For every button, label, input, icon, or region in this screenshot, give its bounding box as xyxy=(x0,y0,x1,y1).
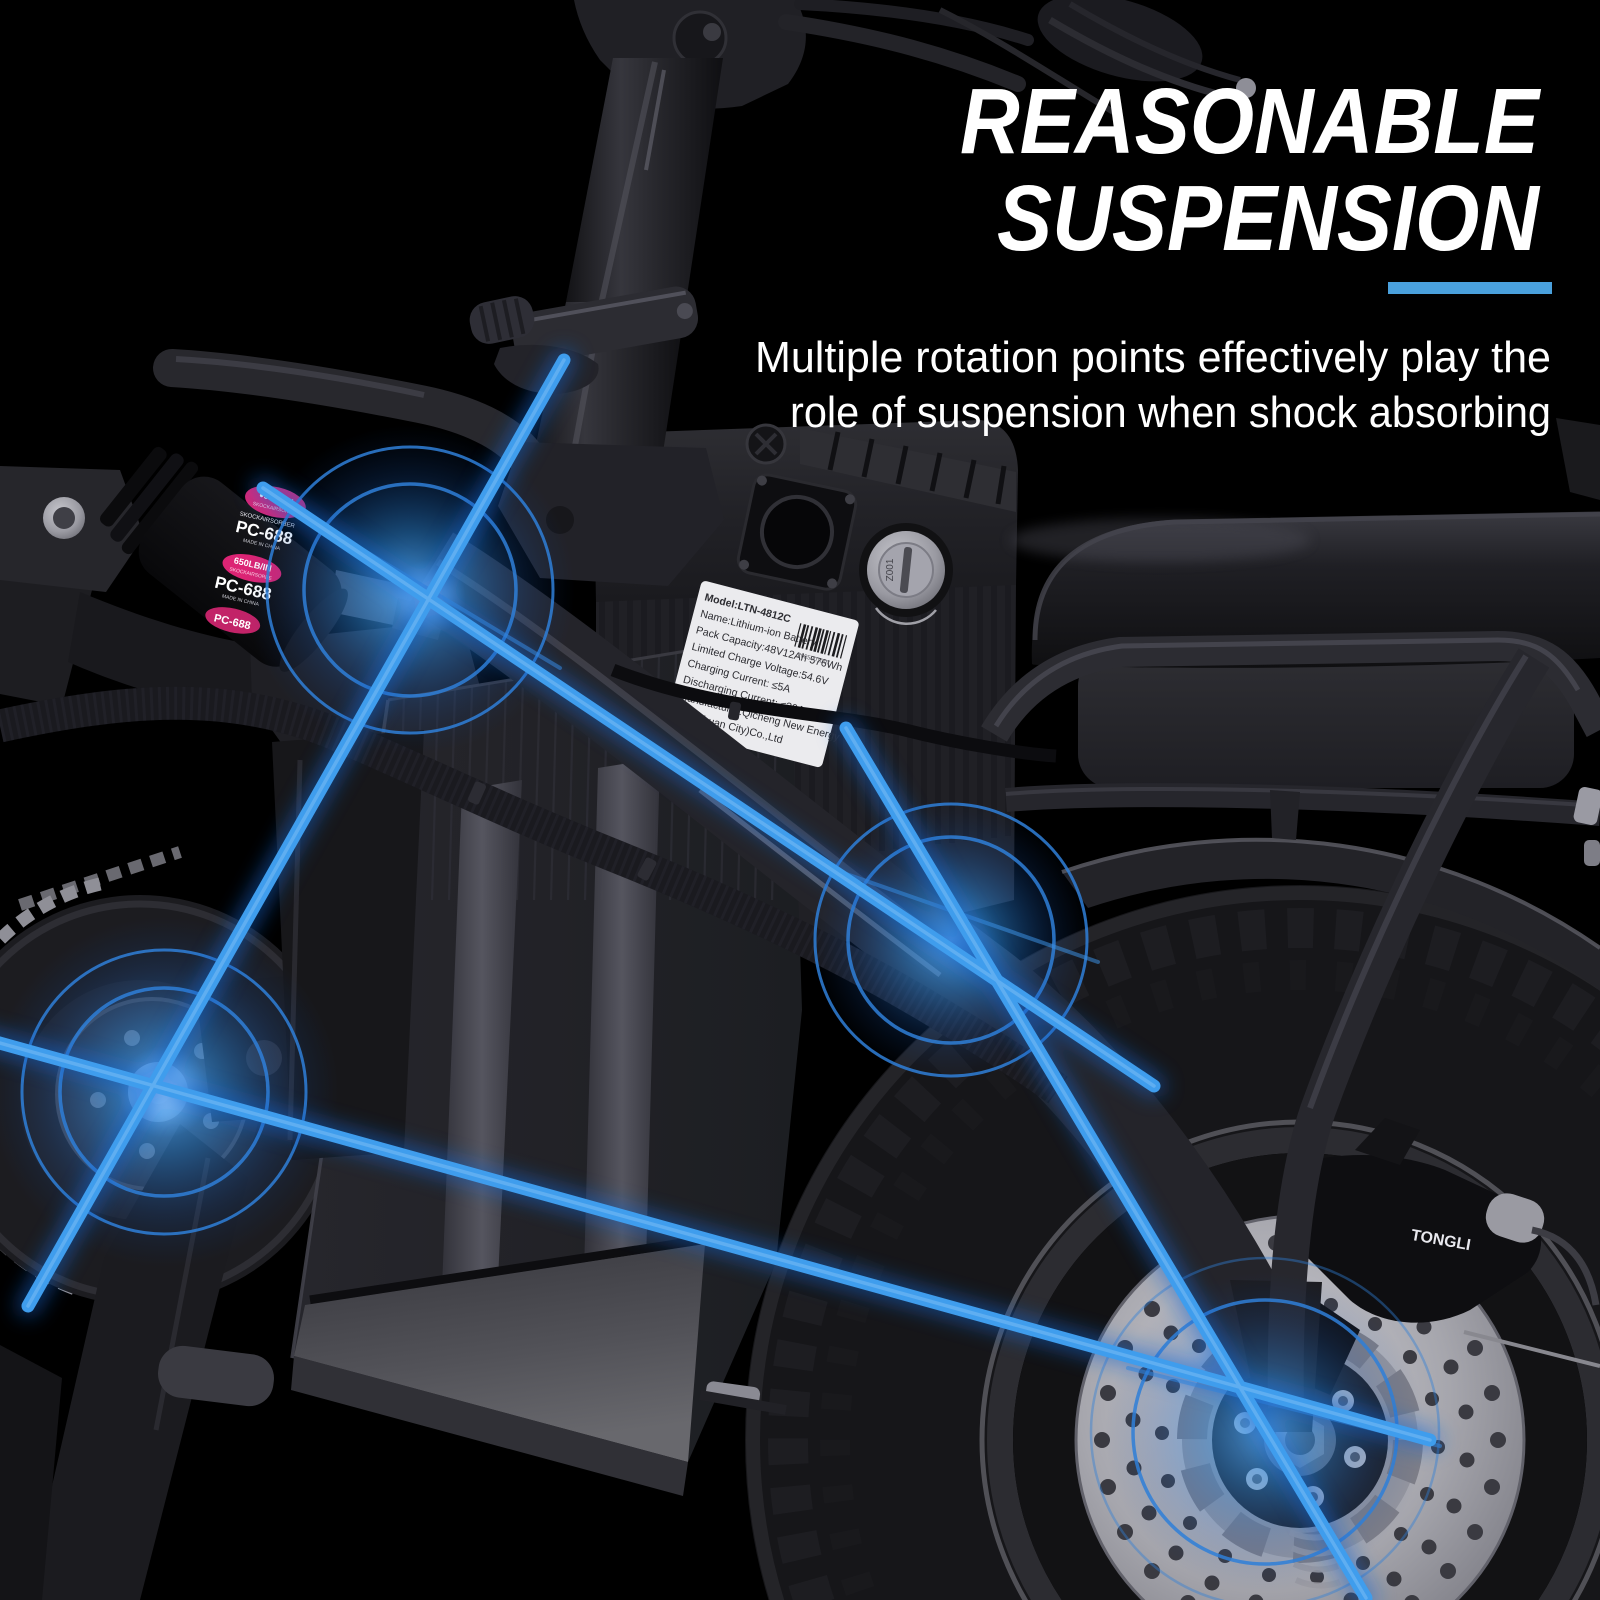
svg-text:role of suspension when shock: role of suspension when shock absorbing xyxy=(790,388,1551,437)
svg-text:Z001: Z001 xyxy=(885,558,896,581)
svg-text:REASONABLE: REASONABLE xyxy=(960,69,1542,173)
svg-text:Multiple rotation points effec: Multiple rotation points effectively pla… xyxy=(755,333,1551,382)
svg-text:SUSPENSION: SUSPENSION xyxy=(997,166,1541,270)
